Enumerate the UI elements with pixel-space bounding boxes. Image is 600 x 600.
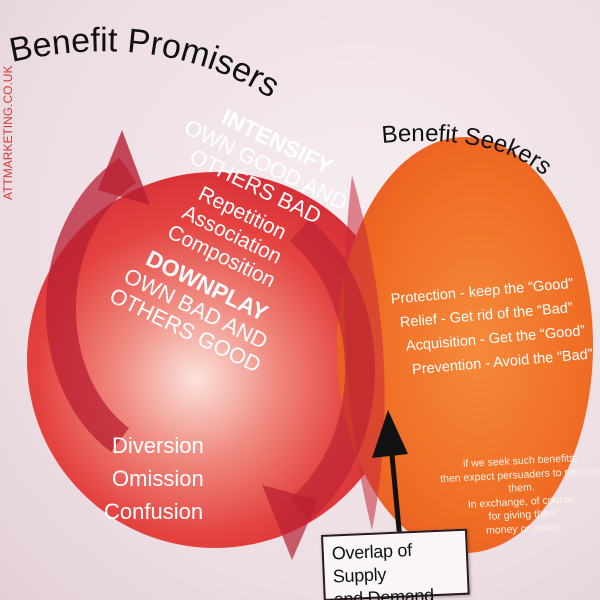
overlap-pointer-shaft [389,454,403,541]
promisers-title: Benefit Promisers [6,21,286,105]
seekers-note: if we seek such benefits, then expect pe… [430,450,600,540]
watermark: ATTMARKETING.CO.UK [1,66,15,200]
tactic-item: Diversion [112,433,204,458]
right-cycle-arrow-shaft [289,218,375,522]
tactic-item: Omission [112,466,204,491]
watermark-text: ATTMARKETING.CO.UK [1,66,15,200]
left-cycle-arrow-shaft [46,157,137,452]
right-cycle-arrowhead [262,485,318,560]
overlap-callout: Overlap of Supply and Demand [321,528,470,600]
promisers-circle [27,172,403,548]
callout-line: Overlap of Supply [331,540,413,587]
tactic-item: Confusion [104,499,203,524]
left-cycle-arrowhead [98,130,150,205]
overlap-pointer-arrowhead [372,410,408,458]
downplay-tactics: Diversion Omission Confusion [104,433,204,524]
